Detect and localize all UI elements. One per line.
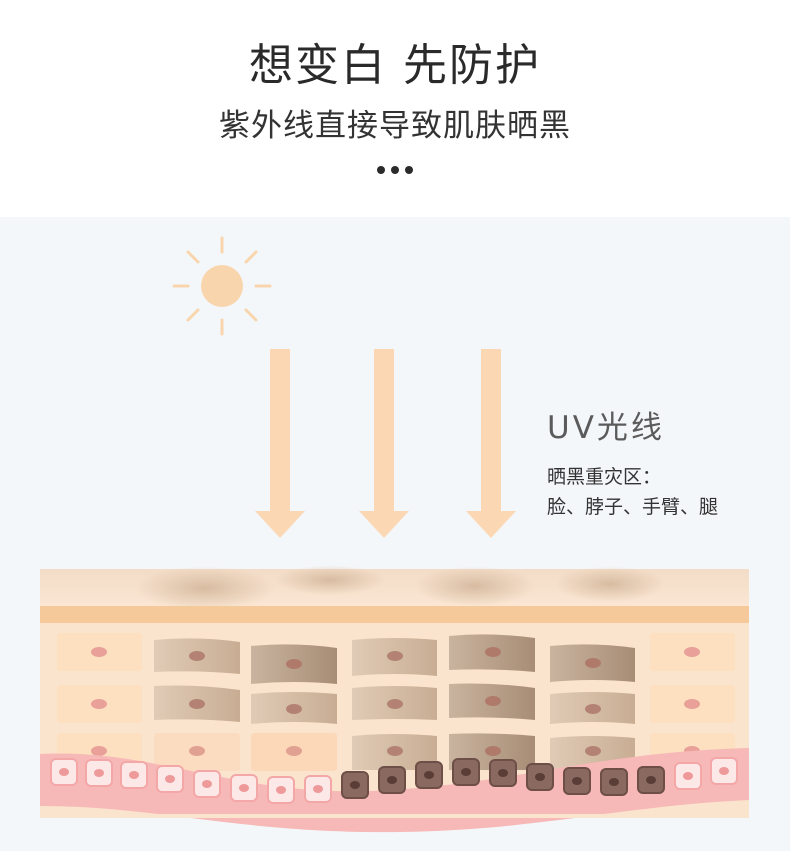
header: 想变白 先防护 紫外线直接导致肌肤晒黑 bbox=[0, 0, 790, 217]
uv-title: UV光线 bbox=[547, 410, 665, 446]
ellipsis-icon bbox=[377, 166, 413, 176]
skin-surface-layer bbox=[40, 565, 749, 623]
page-title: 想变白 先防护 bbox=[249, 40, 541, 91]
uv-desc-line1: 晒黑重灾区： bbox=[547, 466, 662, 488]
basal-cells bbox=[50, 757, 738, 804]
uv-description: 晒黑重灾区： 脸、脖子、手臂、腿 bbox=[547, 462, 718, 522]
arrow-down-icon bbox=[466, 349, 516, 538]
sun-icon bbox=[172, 236, 272, 336]
uv-arrows bbox=[255, 349, 516, 538]
skin-cells bbox=[57, 633, 735, 771]
skin-illustration bbox=[40, 236, 749, 833]
uv-desc-line2: 脸、脖子、手臂、腿 bbox=[547, 496, 719, 518]
arrow-down-icon bbox=[359, 349, 409, 538]
arrow-down-icon bbox=[255, 349, 305, 538]
illustration-panel: UV光线 晒黑重灾区： 脸、脖子、手臂、腿 bbox=[0, 217, 790, 851]
page-subtitle: 紫外线直接导致肌肤晒黑 bbox=[219, 108, 571, 144]
